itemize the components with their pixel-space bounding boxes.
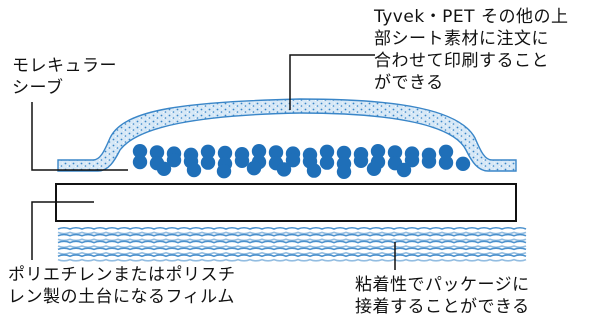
- sieve-bead: [421, 154, 437, 169]
- sieve-bead: [306, 163, 322, 178]
- adhesive-wave: [57, 240, 527, 244]
- sieve-bead: [200, 155, 216, 170]
- sieve-bead: [353, 153, 369, 168]
- sieve-bead: [166, 153, 182, 168]
- sieve-bead: [438, 144, 454, 159]
- sieve-bead: [396, 162, 412, 178]
- molecular-sieve-beads: [132, 144, 471, 179]
- sieve-bead: [186, 162, 202, 178]
- leader-line-top-sheet: [289, 54, 375, 110]
- sieve-bead: [246, 161, 262, 176]
- leader-lines: [31, 54, 396, 270]
- sieve-bead: [276, 162, 292, 177]
- adhesive-wave: [57, 254, 527, 258]
- sieve-bead: [234, 153, 250, 168]
- sieve-bead: [251, 144, 267, 159]
- sieve-bead: [336, 164, 352, 179]
- sieve-bead: [156, 161, 172, 176]
- sieve-bead: [438, 155, 454, 170]
- sieve-bead: [285, 153, 301, 168]
- adhesive-wave: [57, 258, 527, 262]
- sieve-bead: [268, 145, 284, 160]
- top-sheet-layer: [57, 98, 517, 172]
- sieve-bead: [455, 156, 471, 171]
- adhesive-wave: [57, 238, 527, 242]
- sieve-bead: [366, 161, 382, 176]
- sieve-bead: [132, 144, 148, 159]
- adhesive-wave: [57, 233, 527, 237]
- sieve-bead: [132, 154, 148, 170]
- base-film-label: ポリエチレンまたはポリスチ レン製の土台になるフィルム: [8, 265, 236, 307]
- sieve-bead: [319, 144, 335, 159]
- leader-line-sieve: [31, 102, 128, 171]
- leader-line-base-film: [31, 201, 94, 260]
- top-sheet-label: Tyvek・PET その他の上 部シート素材に注文に 合わせて印刷すること がで…: [374, 7, 569, 93]
- adhesive-layer: [57, 226, 527, 262]
- adhesive-wave: [57, 247, 527, 251]
- adhesive-wave: [57, 251, 527, 255]
- sieve-bead: [336, 145, 352, 161]
- molecular-sieve-label: モレキュラー シーブ: [12, 56, 117, 98]
- sieve-bead: [387, 145, 403, 160]
- adhesive-wave: [57, 245, 527, 249]
- sieve-bead: [200, 144, 216, 159]
- sieve-bead: [404, 153, 420, 168]
- base-film-layer: [55, 183, 517, 222]
- sieve-bead: [216, 164, 232, 179]
- sieve-bead: [370, 144, 386, 159]
- adhesive-label: 粘着性でパッケージに 接着することができる: [355, 275, 530, 317]
- sieve-bead: [149, 145, 165, 160]
- adhesive-wave: [57, 231, 527, 235]
- sieve-bead: [319, 155, 335, 170]
- adhesive-wave: [57, 226, 527, 230]
- sieve-bead: [217, 145, 233, 161]
